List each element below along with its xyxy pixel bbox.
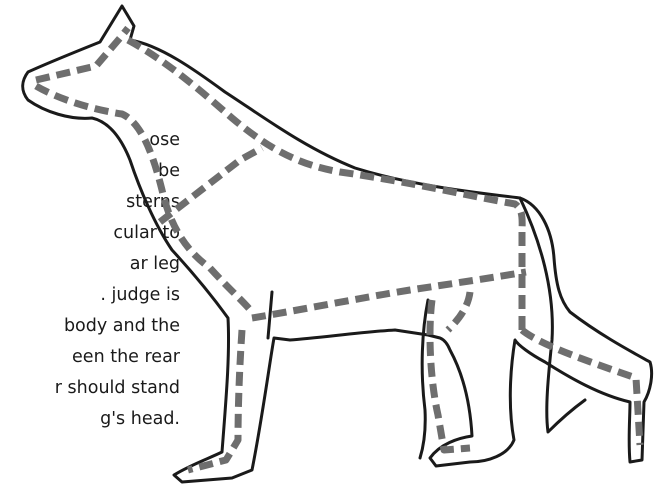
- caption-line: een the rear: [72, 347, 180, 367]
- dog-outline-body: [21, 4, 654, 484]
- dog-outline-tail: [518, 196, 587, 434]
- caption-line: be: [158, 161, 180, 181]
- caption-text-block: ose be sterns cular to ar leg . judge is…: [0, 0, 230, 489]
- caption-line: g's head.: [100, 409, 180, 429]
- guide-topline: [126, 36, 526, 233]
- guide-hind-leg: [426, 299, 471, 454]
- guide-throat: [34, 82, 255, 315]
- guide-shoulder: [157, 144, 264, 225]
- guide-head: [35, 25, 131, 84]
- guide-underline: [251, 268, 527, 322]
- proportion-guides: [34, 25, 644, 474]
- caption-line: ar leg: [129, 254, 180, 274]
- dog-outline-rear-leg: [418, 298, 430, 460]
- dog-outline-chest: [266, 290, 274, 340]
- caption-line: . judge is: [100, 285, 180, 305]
- guide-hock: [519, 327, 644, 446]
- caption-line: r should stand: [54, 378, 180, 398]
- caption-line: ose: [149, 130, 180, 150]
- guide-foreleg: [187, 329, 246, 474]
- guide-stifle: [445, 291, 474, 333]
- caption-line: body and the: [63, 316, 180, 336]
- dog-outline: [21, 4, 654, 484]
